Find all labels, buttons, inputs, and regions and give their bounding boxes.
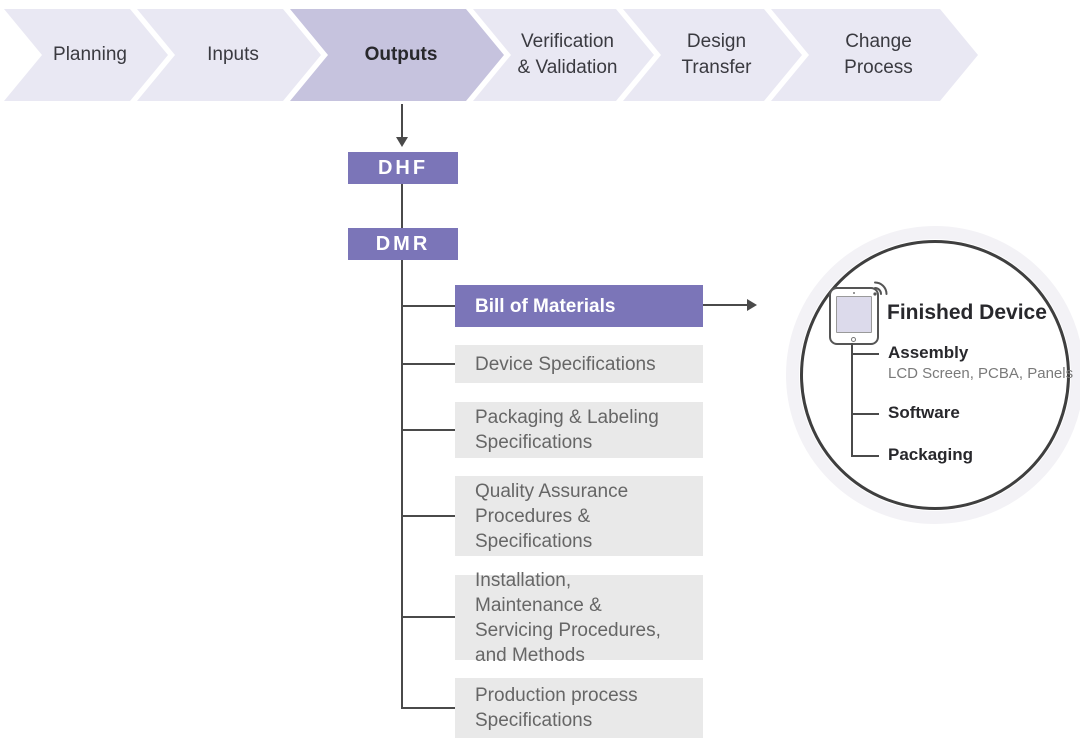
process-step-change-process: Change Process xyxy=(771,9,978,101)
tablet-icon xyxy=(829,281,888,345)
dmr-item-quality-assurance-procedures: Quality Assurance Procedures & Specifica… xyxy=(455,476,703,556)
tablet-screen xyxy=(836,296,872,333)
wifi-signal-icon xyxy=(873,281,888,296)
dmr-item-production-process-specifications: Production process Specifications xyxy=(455,678,703,738)
component-label-software: Software xyxy=(888,403,960,422)
process-step-label: Planning xyxy=(53,44,127,65)
bom-to-device-line xyxy=(703,304,748,306)
tablet-home-button xyxy=(851,336,856,342)
dmr-item-label: Device Specifications xyxy=(475,353,656,375)
item-connector xyxy=(401,616,455,618)
dmr-item-packaging-labeling-specifications: Packaging & Labeling Specifications xyxy=(455,402,703,458)
component-branch xyxy=(851,413,879,415)
dmr-box: DMR xyxy=(348,228,458,260)
dmr-item-installation-maintenance-servicing: Installation, Maintenance & Servicing Pr… xyxy=(455,570,703,666)
component-label-packaging: Packaging xyxy=(888,445,974,464)
dhf-to-dmr-line xyxy=(401,184,403,228)
item-connector xyxy=(401,515,455,517)
item-connector xyxy=(401,429,455,431)
dmr-item-label: Packaging & Labeling Specifications xyxy=(475,407,659,453)
dmr-item-label: Production process Specifications xyxy=(475,685,638,731)
process-step-label: Outputs xyxy=(364,44,438,65)
finished-device-title: Finished Device xyxy=(887,301,1047,324)
process-step-planning: Planning xyxy=(4,9,168,101)
finished-device-circle: Finished Device Assembly LCD Screen, PCB… xyxy=(800,240,1074,510)
dmr-item-bill-of-materials: Bill of Materials xyxy=(455,285,703,327)
process-step-label: Design Transfer xyxy=(681,31,752,78)
dmr-item-label: Bill of Materials xyxy=(475,295,616,317)
item-connector xyxy=(401,707,455,709)
outputs-to-dhf-line xyxy=(401,104,403,137)
item-connector xyxy=(401,363,455,365)
dmr-trunk-line xyxy=(401,260,403,709)
tablet-camera-dot xyxy=(853,291,855,294)
component-branch xyxy=(851,353,879,355)
process-step-label: Change Process xyxy=(844,31,913,78)
arrow-down-icon xyxy=(396,137,408,147)
dmr-item-device-specifications: Device Specifications xyxy=(455,345,703,383)
component-branch xyxy=(851,455,879,457)
component-label-assembly: Assembly xyxy=(888,343,969,362)
dhf-box: DHF xyxy=(348,152,458,184)
arrow-right-icon xyxy=(747,299,757,311)
process-step-label: Inputs xyxy=(207,44,259,65)
dmr-item-label: Installation, Maintenance & Servicing Pr… xyxy=(475,569,661,666)
item-connector xyxy=(401,305,455,307)
dmr-item-label: Quality Assurance Procedures & Specifica… xyxy=(475,480,629,552)
component-tree-trunk xyxy=(851,343,853,457)
component-sublabel-assembly: LCD Screen, PCBA, Panels xyxy=(888,365,1074,382)
process-step-outputs: Outputs xyxy=(290,9,504,101)
process-step-label: Verification & Validation xyxy=(517,31,618,78)
